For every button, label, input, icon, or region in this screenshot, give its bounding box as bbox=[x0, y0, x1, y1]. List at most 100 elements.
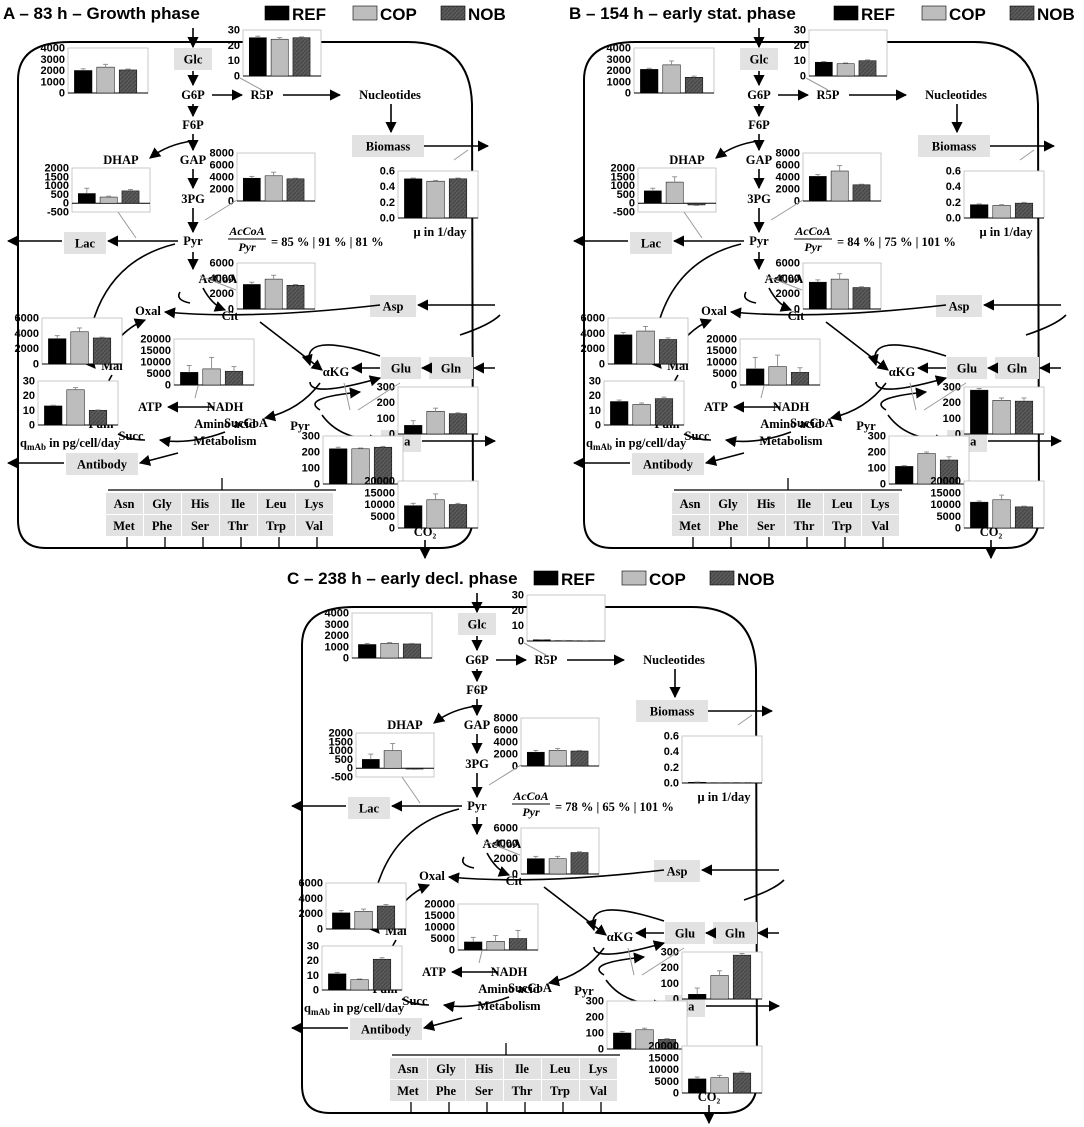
bar-ref bbox=[643, 190, 662, 204]
tick-label: 0.0 bbox=[664, 778, 679, 790]
bar-ref bbox=[746, 368, 765, 386]
atp-label: ATP bbox=[704, 400, 728, 414]
aa-label-thr: Thr bbox=[512, 1084, 533, 1098]
aa-box-asn bbox=[672, 493, 709, 514]
aa-label-asn: Asn bbox=[114, 497, 135, 511]
succoa-to-succ bbox=[158, 431, 226, 448]
tick-label: 30 bbox=[589, 376, 601, 388]
mu-label: μ in 1/day bbox=[698, 790, 752, 804]
tick-label: 10000 bbox=[140, 357, 171, 369]
f6p-label: F6P bbox=[466, 683, 488, 697]
asp-to-oxal bbox=[163, 304, 381, 319]
bar-cop bbox=[710, 975, 729, 1000]
bar-nob bbox=[372, 958, 392, 991]
tick-label: 2000 bbox=[776, 288, 800, 300]
gln-label: Gln bbox=[725, 927, 745, 941]
bar-cop bbox=[665, 181, 684, 204]
tick-label: 20000 bbox=[140, 334, 171, 346]
bar-ref bbox=[464, 941, 483, 951]
tick-label: 200 bbox=[302, 447, 320, 459]
ratio-values: = 84 % | 75 % | 101 % bbox=[837, 235, 956, 249]
panel-title: A – 83 h – Growth phase bbox=[3, 4, 200, 23]
asp-box bbox=[654, 860, 700, 882]
leader-pyr bbox=[488, 764, 522, 786]
oxal-label: Oxal bbox=[701, 304, 727, 318]
bar-nob bbox=[405, 767, 424, 770]
tick-label: 0 bbox=[731, 380, 737, 392]
legend-label-cop: COP bbox=[649, 570, 686, 589]
tick-label: 4000 bbox=[210, 273, 234, 285]
qmab-label: qmAb in pg/cell/day bbox=[20, 436, 121, 452]
bar-nob bbox=[224, 370, 244, 386]
glc-label: Glc bbox=[468, 618, 487, 632]
tick-label: 5000 bbox=[431, 933, 455, 945]
tick-label: 500 bbox=[51, 189, 69, 201]
tick-label: 2000 bbox=[210, 184, 234, 196]
bar-nob bbox=[88, 410, 108, 426]
aa-box-val bbox=[296, 515, 333, 536]
bar-ref bbox=[328, 973, 347, 991]
gln-box bbox=[429, 357, 473, 379]
bar-nob bbox=[118, 69, 138, 94]
aa-box-trp bbox=[824, 515, 861, 536]
tick-label: 10 bbox=[307, 970, 319, 982]
bar-ref bbox=[808, 281, 827, 310]
aa-box-met bbox=[106, 515, 143, 536]
acoa-label: AcCoA bbox=[483, 837, 522, 851]
g6p-label: G6P bbox=[181, 88, 205, 102]
dhap-label: DHAP bbox=[103, 153, 139, 167]
tick-label: 0.0 bbox=[946, 213, 961, 225]
bar-ref bbox=[970, 389, 989, 435]
legend-label-cop: COP bbox=[380, 5, 417, 24]
legend-label-nob: NOB bbox=[468, 5, 506, 24]
aa-box-ile bbox=[786, 493, 823, 514]
bar-nob bbox=[121, 190, 140, 204]
ratio-values: = 78 % | 65 % | 101 % bbox=[555, 800, 674, 814]
qmab-label: qmAb in pg/cell/day bbox=[304, 1001, 405, 1017]
bar-nob bbox=[1014, 202, 1034, 219]
tick-label: 1500 bbox=[45, 171, 69, 183]
tick-label: 0 bbox=[512, 869, 518, 881]
leader-pyr2 bbox=[627, 947, 635, 976]
ratio-denominator: Pyr bbox=[522, 805, 540, 819]
tick-label: 200 bbox=[586, 1012, 604, 1024]
asp-label: Asp bbox=[383, 300, 404, 314]
bar-nob bbox=[376, 905, 396, 930]
aa-label-gly: Gly bbox=[436, 1062, 456, 1076]
amino-to-antibody bbox=[138, 452, 179, 466]
tick-label: 5000 bbox=[937, 511, 961, 523]
leader-pyr2 bbox=[343, 382, 351, 411]
qmab-subscript: mAb bbox=[311, 1007, 330, 1017]
atp-label: ATP bbox=[138, 400, 162, 414]
aa-box-ile bbox=[220, 493, 257, 514]
aa-box-val bbox=[862, 515, 899, 536]
pyr-label: Pyr bbox=[749, 234, 769, 248]
ratio-denominator: Pyr bbox=[804, 240, 822, 254]
aa-box-phe bbox=[710, 515, 747, 536]
aa-box-asn bbox=[390, 1058, 427, 1079]
aa-label-ser: Ser bbox=[475, 1084, 494, 1098]
tick-label: 200 bbox=[377, 397, 395, 409]
tick-label: 2000 bbox=[41, 65, 65, 77]
aa-label-ser: Ser bbox=[191, 519, 210, 533]
tick-label: 0.2 bbox=[380, 197, 395, 209]
antibody-box bbox=[632, 453, 704, 475]
tick-label: 20000 bbox=[424, 899, 455, 911]
mu-label: μ in 1/day bbox=[980, 225, 1034, 239]
tick-label: 6000 bbox=[210, 258, 234, 270]
legend-swatch-ref bbox=[264, 5, 290, 21]
tick-label: 2000 bbox=[494, 853, 518, 865]
gap-label: GAP bbox=[464, 718, 491, 732]
aa-label-trp: Trp bbox=[832, 519, 852, 533]
tick-label: 0 bbox=[347, 763, 353, 775]
biomass-label: Biomass bbox=[932, 140, 977, 154]
legend-swatch-ref bbox=[833, 5, 859, 21]
bar-cop bbox=[270, 38, 289, 77]
glu-loop-top bbox=[585, 909, 665, 932]
bar-nob bbox=[508, 938, 528, 951]
